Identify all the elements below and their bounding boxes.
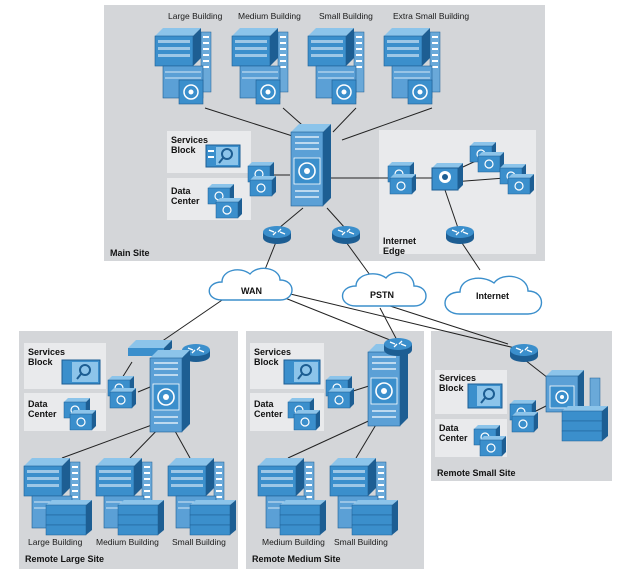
access-switch-icon <box>545 370 601 419</box>
remote-medium-site-title: Remote Medium Site <box>252 554 341 564</box>
medium-building-icon <box>231 27 289 105</box>
pstn-label: PSTN <box>370 290 394 300</box>
server-stack-icon <box>279 499 327 536</box>
distribution-appliance-icon <box>249 175 277 197</box>
remote-medium-site: Services Block Data Center Medium Buildi… <box>252 337 413 564</box>
data-center-server-icon <box>215 197 243 219</box>
wan-cloud: WAN <box>208 267 293 301</box>
building-label: Small Building <box>319 11 373 21</box>
server-stack-icon <box>117 499 165 536</box>
data-center-label: Center <box>254 409 283 419</box>
wan-router-icon <box>383 337 413 357</box>
internet-label: Internet <box>476 291 509 301</box>
services-block-label: Services <box>171 135 208 145</box>
distribution-appliance-icon <box>327 387 355 409</box>
internet-edge-label: Internet <box>383 236 416 246</box>
internet-router-icon <box>445 225 475 245</box>
services-monitor-icon <box>61 359 101 385</box>
building-label: Medium Building <box>96 537 159 547</box>
data-center-label: Center <box>171 196 200 206</box>
building-label: Medium Building <box>238 11 301 21</box>
services-block-label: Block <box>28 357 54 367</box>
building-label: Large Building <box>28 537 83 547</box>
data-center-server-icon <box>69 409 97 431</box>
remote-small-site-title: Remote Small Site <box>437 468 516 478</box>
data-center-server-icon <box>293 409 321 431</box>
internet-cloud: Internet <box>444 275 543 315</box>
dmz-server-icon <box>507 173 535 195</box>
pstn-router-icon <box>331 225 361 245</box>
data-center-label: Data <box>439 423 460 433</box>
services-block-label: Block <box>439 383 465 393</box>
main-site: Large Building Medium Building Small Bui… <box>110 11 535 258</box>
distribution-appliance-icon <box>511 411 539 433</box>
services-block-label: Services <box>28 347 65 357</box>
data-center-label: Data <box>254 399 275 409</box>
core-switch-icon <box>367 343 409 427</box>
core-switch-icon <box>290 123 332 207</box>
core-switch-icon <box>149 349 191 433</box>
services-block-label: Block <box>171 145 197 155</box>
data-center-label: Data <box>171 186 192 196</box>
services-block-label: Services <box>254 347 291 357</box>
server-stack-icon <box>45 499 93 536</box>
data-center-label: Center <box>28 409 57 419</box>
small-building-icon <box>307 27 365 105</box>
services-block-label: Block <box>254 357 280 367</box>
main-site-title: Main Site <box>110 248 150 258</box>
building-label: Small Building <box>334 537 388 547</box>
remote-large-site: Services Block Data Center Large Buildin… <box>23 340 226 564</box>
server-stack-icon <box>561 405 609 442</box>
services-monitor-icon <box>467 383 503 409</box>
services-monitor-icon <box>205 144 241 168</box>
services-block-label: Services <box>439 373 476 383</box>
internet-edge-label: Edge <box>383 246 405 256</box>
server-stack-icon <box>189 499 237 536</box>
wan-router-icon <box>509 343 539 363</box>
firewall-icon <box>389 173 417 195</box>
building-label: Medium Building <box>262 537 325 547</box>
extra-small-building-icon <box>383 27 441 105</box>
building-label: Extra Small Building <box>393 11 469 21</box>
wan-router-icon <box>262 225 292 245</box>
remote-small-site: Services Block Data Center Remote Small … <box>437 343 609 478</box>
data-center-server-icon <box>479 435 507 457</box>
building-label: Large Building <box>168 11 223 21</box>
building-label: Small Building <box>172 537 226 547</box>
distribution-appliance-icon <box>109 387 137 409</box>
data-center-label: Data <box>28 399 49 409</box>
wan-label: WAN <box>241 286 262 296</box>
data-center-label: Center <box>439 433 468 443</box>
server-stack-icon <box>351 499 399 536</box>
services-monitor-icon <box>283 359 321 385</box>
pstn-cloud: PSTN <box>341 271 427 307</box>
edge-appliance-icon <box>431 163 463 191</box>
remote-large-site-title: Remote Large Site <box>25 554 104 564</box>
large-building-icon <box>154 27 212 105</box>
